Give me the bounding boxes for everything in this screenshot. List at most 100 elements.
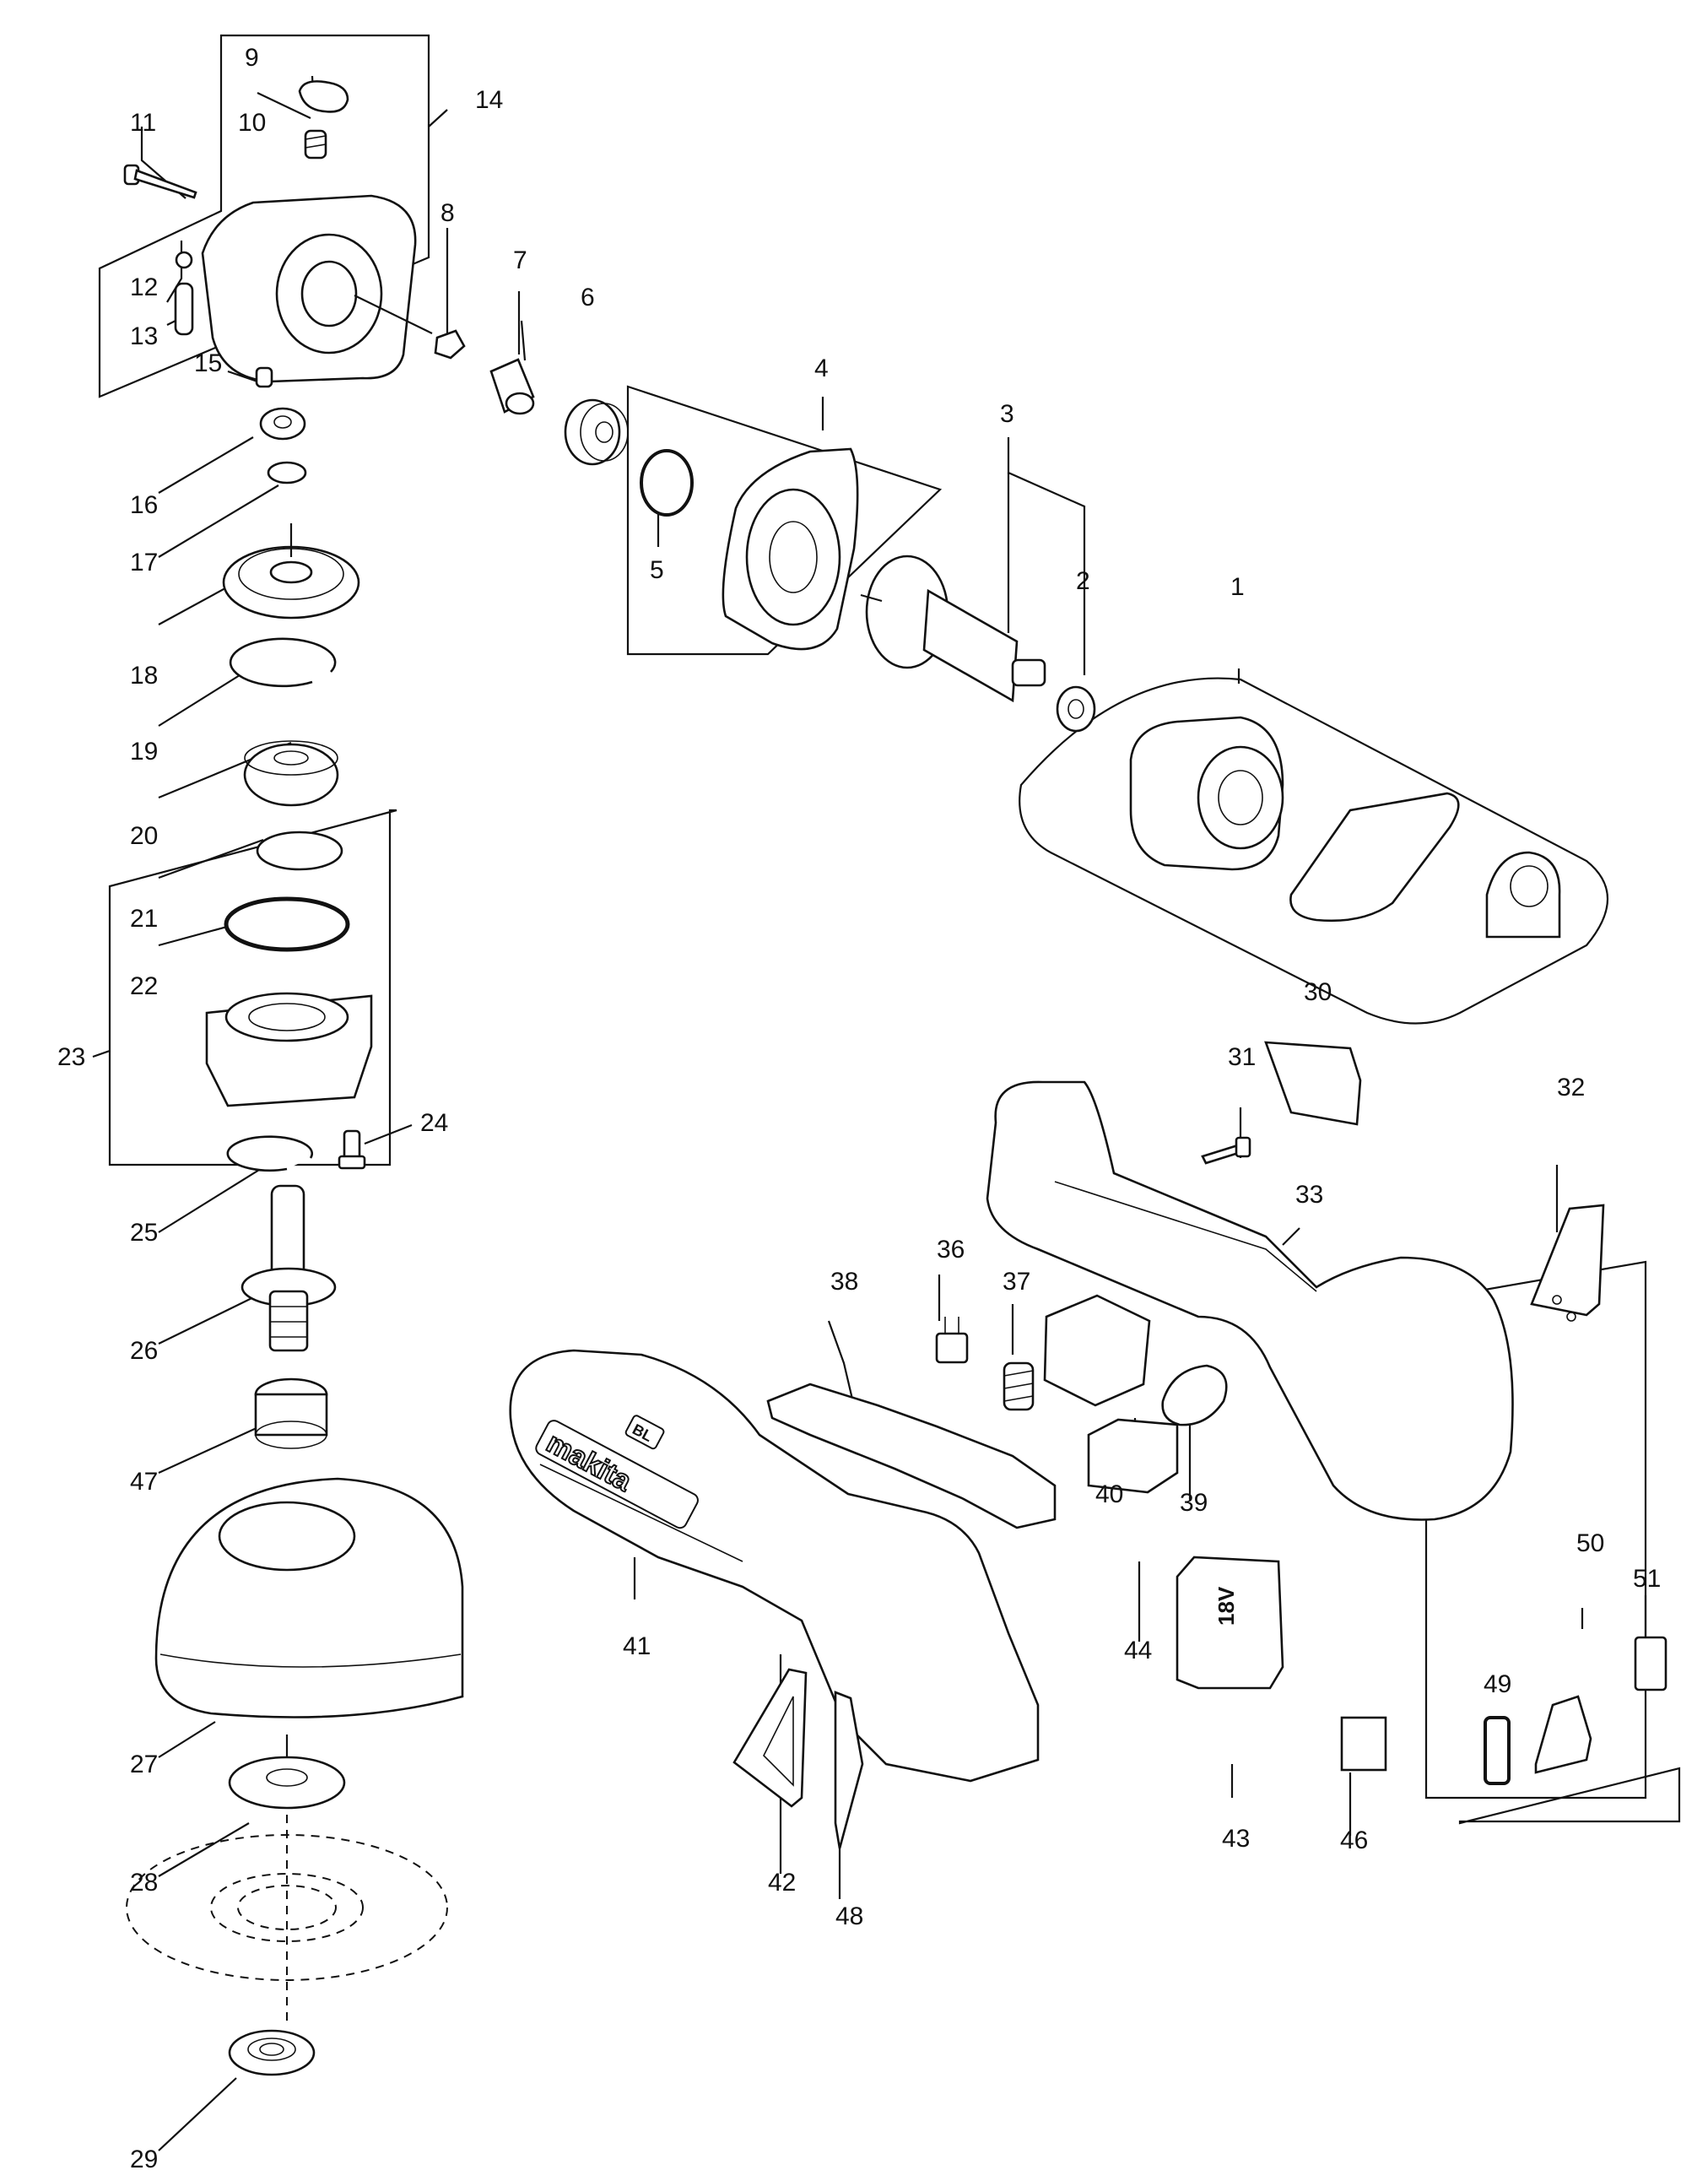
o-ring-bearing-box xyxy=(640,449,694,517)
hex-nut xyxy=(434,329,466,360)
label-5: 5 xyxy=(650,556,664,584)
label-51: 51 xyxy=(1633,1565,1661,1593)
compression-spring-switch xyxy=(1003,1361,1035,1411)
bearing-box xyxy=(205,992,373,1107)
label-8: 8 xyxy=(441,199,455,227)
label-44: 44 xyxy=(1124,1637,1152,1664)
label-3: 3 xyxy=(1000,400,1014,428)
spiral-bevel-pinion xyxy=(489,358,535,415)
hex-bolt xyxy=(338,1129,366,1170)
o-ring-small xyxy=(175,251,193,269)
inner-flange xyxy=(228,1735,346,1810)
label-25: 25 xyxy=(130,1219,158,1247)
retaining-ring-spindle xyxy=(226,1135,314,1172)
label-47: 47 xyxy=(130,1468,158,1496)
label-31: 31 xyxy=(1228,1043,1256,1071)
indicator-gasket xyxy=(1484,1716,1511,1785)
label-16: 16 xyxy=(130,491,158,519)
motor-housing-left: makita BL xyxy=(509,1349,1040,1783)
label-30: 30 xyxy=(1304,978,1332,1006)
label-4: 4 xyxy=(814,354,829,382)
label-49: 49 xyxy=(1484,1670,1511,1698)
label-28: 28 xyxy=(130,1869,158,1897)
label-17: 17 xyxy=(130,549,158,576)
motor-housing-right xyxy=(986,1080,1514,1521)
label-14: 14 xyxy=(475,86,503,114)
label-6: 6 xyxy=(581,284,595,311)
label-39: 39 xyxy=(1180,1489,1208,1517)
label-18: 18 xyxy=(130,662,158,690)
label-26: 26 xyxy=(130,1337,158,1365)
motor-assembly-box xyxy=(1019,677,1609,1025)
label-36: 36 xyxy=(937,1236,965,1264)
lock-nut xyxy=(228,2029,316,2076)
label-32: 32 xyxy=(1557,1074,1585,1101)
retaining-ring-large xyxy=(229,637,337,688)
label-22: 22 xyxy=(130,972,158,1000)
spiral-bevel-gear xyxy=(222,523,360,620)
label-2: 2 xyxy=(1076,567,1090,595)
terminal-plate: 18V xyxy=(1176,1556,1284,1690)
gear-housing xyxy=(201,194,433,383)
lock-lever xyxy=(298,80,349,113)
label-37: 37 xyxy=(1003,1268,1030,1296)
label-40: 40 xyxy=(1095,1480,1123,1508)
label-27: 27 xyxy=(130,1751,158,1778)
label-23: 23 xyxy=(57,1043,85,1071)
label-7: 7 xyxy=(513,246,527,274)
thrust-bearing xyxy=(256,831,343,871)
grinding-wheel-outline xyxy=(126,1815,448,2026)
label-43: 43 xyxy=(1222,1825,1250,1853)
label-15: 15 xyxy=(194,349,222,377)
ball-bearing-lower xyxy=(243,740,339,807)
hook-bracket xyxy=(732,1668,808,1808)
label-42: 42 xyxy=(768,1869,796,1897)
set-screw xyxy=(255,366,273,388)
indicator-assembly-box xyxy=(1458,1767,1681,1825)
slide-knob xyxy=(1161,1364,1228,1426)
label-10: 10 xyxy=(238,109,266,137)
leader-lines xyxy=(92,75,1647,2151)
switch-block xyxy=(1043,1294,1151,1407)
label-13: 13 xyxy=(130,322,158,350)
label-20: 20 xyxy=(130,822,158,850)
guard-clamp-ring xyxy=(254,1377,328,1449)
spindle xyxy=(241,1184,337,1352)
label-33: 33 xyxy=(1295,1181,1323,1209)
label-9: 9 xyxy=(245,44,259,72)
needle-bearing xyxy=(259,407,306,441)
sensor-board xyxy=(1485,851,1561,939)
label-12: 12 xyxy=(130,273,158,301)
stator xyxy=(1129,716,1284,871)
label-21: 21 xyxy=(130,905,158,933)
terminal xyxy=(935,1317,969,1364)
label-24: 24 xyxy=(420,1109,448,1137)
rotor-bearing xyxy=(1056,685,1096,733)
heat-sink-plate xyxy=(1289,792,1460,923)
indicator-lamp xyxy=(1534,1695,1592,1774)
label-1: 1 xyxy=(1230,573,1245,601)
tapping-screw xyxy=(1201,1136,1251,1165)
adhesive-label xyxy=(1340,1716,1387,1772)
o-ring-large xyxy=(224,896,350,952)
label-41: 41 xyxy=(623,1632,651,1660)
part-numbers: 9 10 11 12 13 14 15 16 17 18 19 20 21 22… xyxy=(57,44,1661,2173)
switch-lever xyxy=(766,1383,1057,1529)
compression-spring-small xyxy=(304,129,327,160)
label-11: 11 xyxy=(130,109,156,137)
voltage-badge-text: 18V xyxy=(1213,1586,1239,1626)
label-48: 48 xyxy=(835,1902,863,1930)
motor-bearing-box xyxy=(722,447,859,651)
rotor xyxy=(860,555,1046,703)
label-19: 19 xyxy=(130,738,158,766)
wheel-guard xyxy=(154,1477,464,1718)
gear-housing-assembly-box xyxy=(98,34,430,398)
label-50: 50 xyxy=(1576,1529,1604,1557)
name-plate xyxy=(834,1691,864,1849)
ball-bearing-upper xyxy=(564,398,629,466)
indicator-label xyxy=(1634,1636,1667,1691)
pan-head-screw xyxy=(123,164,197,199)
label-38: 38 xyxy=(830,1268,858,1296)
retaining-ring-small xyxy=(267,461,307,484)
